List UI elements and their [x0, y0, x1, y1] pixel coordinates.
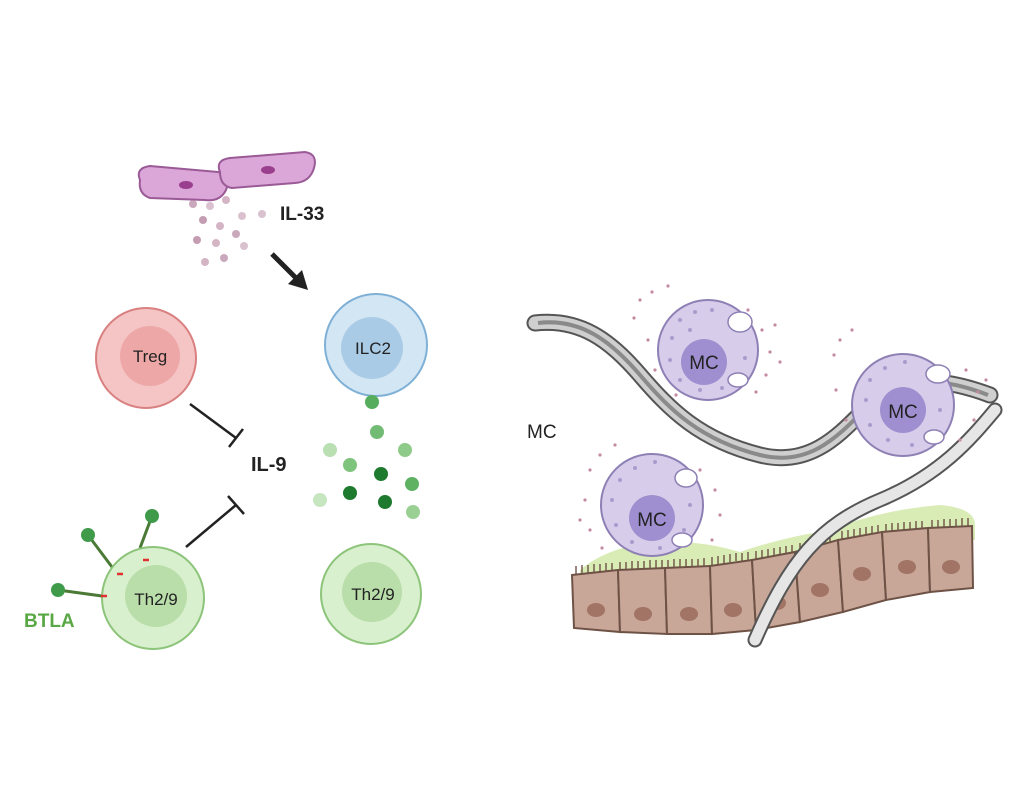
th29-left-label: Th2/9 [134, 590, 177, 609]
epithelial-cells [137, 150, 316, 202]
mast-cell-1-label: MC [689, 353, 719, 374]
mast-cell-2: MC [832, 328, 988, 457]
mast-cell-1: MC [632, 284, 782, 401]
helminth-worm-2 [747, 402, 1003, 648]
il9-dots [313, 395, 420, 519]
th29-cell-right: Th2/9 [320, 543, 422, 645]
treg-cell: Treg [95, 307, 197, 409]
mc-label: MC [527, 422, 557, 443]
th29-inhibition [185, 495, 245, 548]
ilc2-cell: ILC2 [324, 293, 428, 397]
ilc2-label: ILC2 [355, 339, 391, 358]
th29-right-label: Th2/9 [351, 585, 394, 604]
btla-label: BTLA [24, 611, 75, 632]
btla-receptor-head [51, 583, 65, 597]
treg-label: Treg [133, 347, 167, 366]
mast-cell-3-label: MC [637, 510, 667, 531]
il9-label: IL-9 [251, 454, 287, 476]
il33-dots [189, 196, 266, 266]
btla-receptor-head [145, 509, 159, 523]
negative-signs [101, 558, 149, 598]
il33-arrow [270, 252, 308, 290]
th29-cell-left: Th2/9 [51, 509, 205, 650]
mast-cell-3: MC [578, 443, 722, 557]
microvilli [575, 518, 969, 574]
btla-receptor-head [81, 528, 95, 542]
treg-inhibition [189, 402, 244, 448]
il33-label: IL-33 [280, 204, 324, 225]
mast-cell-2-label: MC [888, 402, 918, 423]
